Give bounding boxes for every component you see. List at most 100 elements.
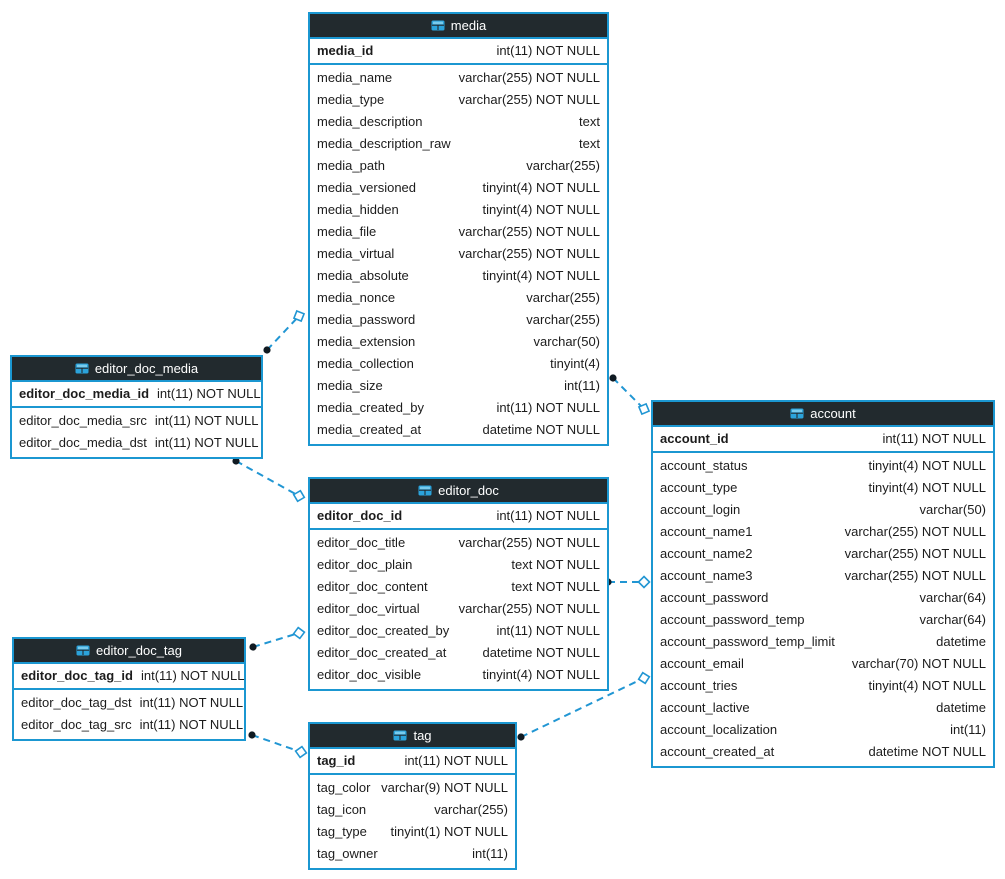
column-name: media_nonce (317, 290, 396, 305)
column-type: int(11) (950, 722, 986, 737)
column-type: varchar(255) NOT NULL (844, 524, 986, 539)
column-type: datetime NOT NULL (482, 645, 600, 660)
table-icon (431, 20, 445, 31)
table-header[interactable]: tag (310, 724, 515, 749)
table-title: editor_doc_tag (95, 643, 182, 658)
column-name: editor_doc_tag_dst (21, 695, 132, 710)
table-media[interactable]: media media_id int(11) NOT NULL media_na… (308, 12, 609, 446)
column-name: media_created_by (317, 400, 424, 415)
column-type: varchar(50) (533, 334, 600, 349)
column-type: datetime NOT NULL (482, 422, 600, 437)
column-type: tinyint(4) NOT NULL (482, 202, 600, 217)
column-type: int(11) NOT NULL (139, 717, 244, 732)
column-name: account_password (660, 590, 769, 605)
table-title: media (450, 18, 487, 33)
relationship-editor_doc_tag-editor_doc (249, 626, 306, 651)
relationship-diamond-endpoint (294, 745, 308, 759)
column-row: media_hidden tinyint(4) NOT NULL (310, 199, 607, 221)
column-type: int(11) NOT NULL (404, 753, 508, 768)
column-type: int(11) (472, 846, 508, 861)
column-name: editor_doc_tag_id (21, 668, 133, 683)
table-icon (76, 645, 90, 656)
column-name: account_created_at (660, 744, 775, 759)
column-type: int(11) NOT NULL (496, 43, 600, 58)
relationship-editor_doc-account (604, 575, 651, 589)
column-name: editor_doc_virtual (317, 601, 420, 616)
table-title: editor_doc_media (94, 361, 199, 376)
column-name: tag_type (317, 824, 367, 839)
table-icon (393, 730, 407, 741)
column-name: tag_icon (317, 802, 367, 817)
column-name: account_login (660, 502, 741, 517)
column-name: media_versioned (317, 180, 417, 195)
column-type: varchar(255) NOT NULL (844, 568, 986, 583)
column-type: tinyint(4) NOT NULL (482, 268, 600, 283)
column-type: text (579, 136, 600, 151)
column-name: account_id (660, 431, 729, 446)
table-header[interactable]: media (310, 14, 607, 39)
column-row: editor_doc_virtual varchar(255) NOT NULL (310, 598, 607, 620)
column-type: tinyint(4) NOT NULL (868, 480, 986, 495)
column-type: varchar(255) NOT NULL (458, 535, 600, 550)
column-name: media_path (317, 158, 385, 173)
column-row: editor_doc_title varchar(255) NOT NULL (310, 532, 607, 554)
table-account[interactable]: account account_id int(11) NOT NULL acco… (651, 400, 995, 768)
table-editor-doc-tag[interactable]: editor_doc_tag editor_doc_tag_id int(11)… (12, 637, 246, 741)
column-type: text NOT NULL (511, 557, 600, 572)
column-type: datetime (936, 700, 986, 715)
table-header[interactable]: editor_doc_tag (14, 639, 244, 664)
column-name: media_name (317, 70, 393, 85)
column-name: editor_doc_media_src (19, 413, 147, 428)
primary-key-row: editor_doc_media_id int(11) NOT NULL (12, 382, 261, 408)
column-type: text NOT NULL (511, 579, 600, 594)
column-type: varchar(255) NOT NULL (458, 246, 600, 261)
column-type: varchar(255) NOT NULL (458, 70, 600, 85)
column-name: editor_doc_content (317, 579, 428, 594)
column-rows: media_name varchar(255) NOT NULL media_typ… (310, 65, 607, 444)
column-name: media_absolute (317, 268, 409, 283)
relationship-editor_doc_media-editor_doc (232, 457, 306, 503)
table-header[interactable]: editor_doc (310, 479, 607, 504)
table-header[interactable]: account (653, 402, 993, 427)
column-row: media_nonce varchar(255) (310, 287, 607, 309)
table-editor-doc-media[interactable]: editor_doc_media editor_doc_media_id int… (10, 355, 263, 459)
table-header[interactable]: editor_doc_media (12, 357, 261, 382)
column-type: varchar(255) NOT NULL (844, 546, 986, 561)
column-name: account_type (660, 480, 738, 495)
column-type: varchar(255) (526, 290, 600, 305)
relationship-diamond-endpoint (292, 309, 306, 323)
table-editor-doc[interactable]: editor_doc editor_doc_id int(11) NOT NUL… (308, 477, 609, 691)
column-name: editor_doc_visible (317, 667, 422, 682)
table-icon (790, 408, 804, 419)
column-type: tinyint(4) NOT NULL (482, 667, 600, 682)
column-type: tinyint(1) NOT NULL (390, 824, 508, 839)
column-name: tag_color (317, 780, 371, 795)
column-name: media_collection (317, 356, 414, 371)
column-name: media_hidden (317, 202, 399, 217)
column-type: varchar(255) NOT NULL (458, 601, 600, 616)
column-type: varchar(255) (526, 158, 600, 173)
column-name: account_name3 (660, 568, 753, 583)
relationship-media-account (609, 374, 651, 416)
column-name: editor_doc_title (317, 535, 406, 550)
column-type: int(11) NOT NULL (496, 623, 600, 638)
